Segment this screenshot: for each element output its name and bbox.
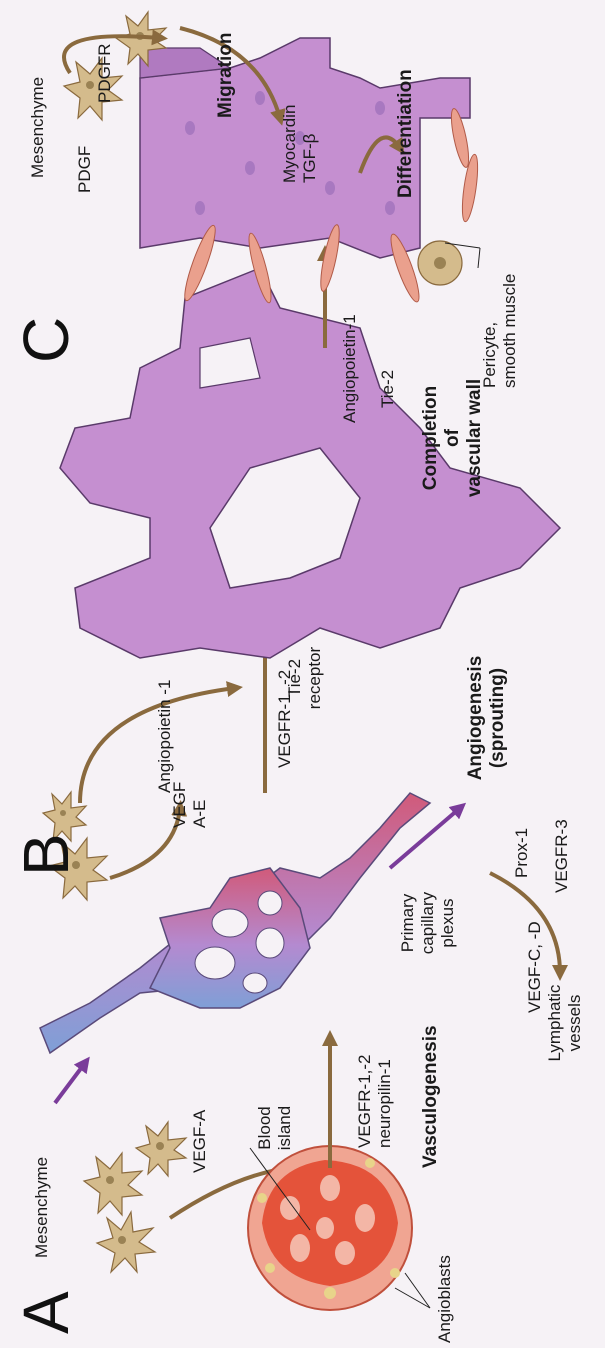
pericyte-cell-icon bbox=[418, 241, 462, 285]
mesenchyme-label-a: Mesenchyme bbox=[32, 1157, 52, 1258]
mesenchyme-cell-icon bbox=[136, 1122, 186, 1176]
angioblasts-label: Angioblasts bbox=[435, 1255, 455, 1343]
angiopoietin-label-b: Angiopoietin -1 bbox=[155, 680, 175, 793]
vegf-cd-label: VEGF-C, -D bbox=[525, 921, 545, 1013]
prox1-label: Prox-1 bbox=[512, 828, 532, 878]
pdgf-label: PDGF bbox=[75, 146, 95, 193]
differentiation-label: Differentiation bbox=[395, 69, 417, 198]
angiopoietin-label-c: Angiopoietin-1 bbox=[340, 314, 360, 423]
vegfr3-label: VEGFR-3 bbox=[552, 819, 572, 893]
tie2-label-c: Tie-2 bbox=[378, 370, 398, 408]
migration-label: Migration bbox=[215, 33, 237, 119]
blood-island-icon bbox=[248, 1146, 412, 1310]
panel-label-a: A bbox=[14, 1291, 78, 1334]
panel-label-b: B bbox=[14, 833, 78, 876]
pdgfr-label: PDGFR bbox=[95, 44, 115, 104]
mesenchyme-cell-icon bbox=[97, 1212, 155, 1272]
vegf-a-label: VEGF-A bbox=[190, 1110, 210, 1173]
mesenchyme-label-c: Mesenchyme bbox=[28, 77, 48, 178]
vasculogenesis-label: Vasculogenesis bbox=[420, 1025, 442, 1168]
pericyte-label: Pericyte,smooth muscle bbox=[480, 274, 520, 388]
angiogenesis-label: Angiogenesis(sprouting) bbox=[465, 643, 509, 793]
panel-label-c: C bbox=[14, 317, 78, 363]
mesenchyme-cell-icon bbox=[84, 1153, 142, 1215]
capillary-plexus-icon bbox=[40, 793, 430, 1053]
